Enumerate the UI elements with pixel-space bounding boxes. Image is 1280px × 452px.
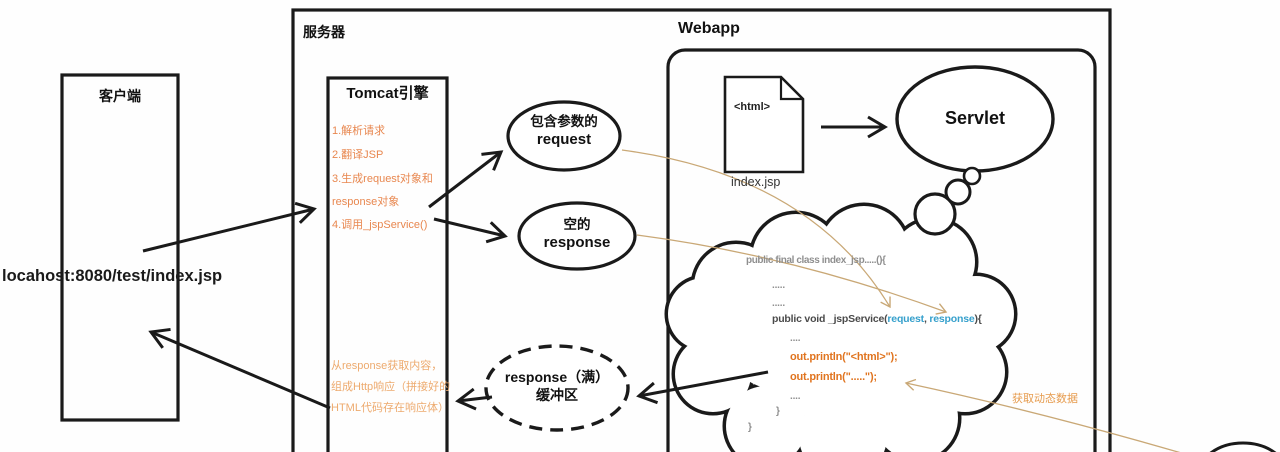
- tomcat-step-3b: response对象: [332, 196, 400, 208]
- buffer-ellipse: [484, 344, 630, 432]
- jsp-file-icon: [723, 75, 805, 174]
- code-brace-1: }: [776, 406, 780, 417]
- client-request-arrow: [142, 201, 317, 253]
- thought-bubble-medium: [944, 178, 972, 206]
- code-println-dots: out.println(".....");: [790, 371, 877, 383]
- code-brace-2: }: [748, 422, 752, 433]
- cloud-to-buffer-arrow: [636, 370, 769, 405]
- tomcat-box: [326, 76, 449, 452]
- jsp-file-content: <html>: [734, 101, 771, 113]
- tomcat-response-note: 从response获取内容，组成Http响应（拼接好的HTML代码存在响应体）: [331, 360, 451, 414]
- thought-bubble-large: [913, 192, 957, 236]
- webapp-title: Webapp: [678, 20, 740, 37]
- code-println-html: out.println("<html>");: [790, 351, 898, 363]
- client-url: locahost:8080/test/index.jsp: [2, 267, 223, 285]
- request-ellipse: [506, 100, 622, 172]
- request-to-param-arrow: [621, 149, 891, 309]
- thought-bubble-small: [962, 166, 982, 186]
- response-to-param-arrow: [636, 234, 948, 315]
- server-title: 服务器: [303, 24, 345, 40]
- code-jspservice-line: public void _jspService(request, respons…: [772, 313, 982, 325]
- code-dots-3: ....: [790, 333, 801, 344]
- client-title: 客户端: [99, 88, 141, 104]
- request-ellipse-label: 包含参数的 request: [530, 114, 598, 148]
- tomcat-title: Tomcat引擎: [346, 85, 429, 102]
- code-dots-4: ....: [790, 391, 801, 402]
- server-box: [291, 8, 1112, 452]
- buffer-to-tomcat-arrow: [455, 387, 493, 411]
- code-class-decl: public final class index_jsp.....(){: [746, 255, 886, 266]
- code-dots-2: .....: [772, 298, 785, 309]
- jsp-file-fold: [779, 77, 803, 101]
- jsp-file-label: index.jsp: [731, 175, 781, 189]
- tomcat-step-4: 4.调用_jspService(): [332, 219, 428, 231]
- response-ellipse-label: 空的 response: [543, 217, 611, 251]
- tomcat-step-2: 2.翻译JSP: [332, 149, 384, 161]
- tomcat-to-request-arrow: [428, 150, 504, 209]
- dynamic-data-arrow: [904, 378, 1181, 452]
- tomcat-step-1: 1.解析请求: [332, 125, 386, 137]
- cloud-body: [668, 206, 1014, 452]
- dynamic-data-label: 获取动态数据: [1012, 393, 1078, 405]
- response-to-client-arrow: [148, 327, 331, 410]
- database-ellipse: [1209, 441, 1277, 452]
- buffer-ellipse-label: response（满） 缓冲区: [504, 369, 610, 403]
- tomcat-to-response-arrow: [433, 217, 508, 244]
- webapp-box: [666, 48, 1097, 452]
- code-dots-1: .....: [772, 280, 785, 291]
- response-ellipse: [517, 201, 637, 271]
- servlet-label: Servlet: [944, 108, 1006, 128]
- client-box: [60, 73, 180, 422]
- tomcat-step-3: 3.生成request对象和: [332, 173, 433, 185]
